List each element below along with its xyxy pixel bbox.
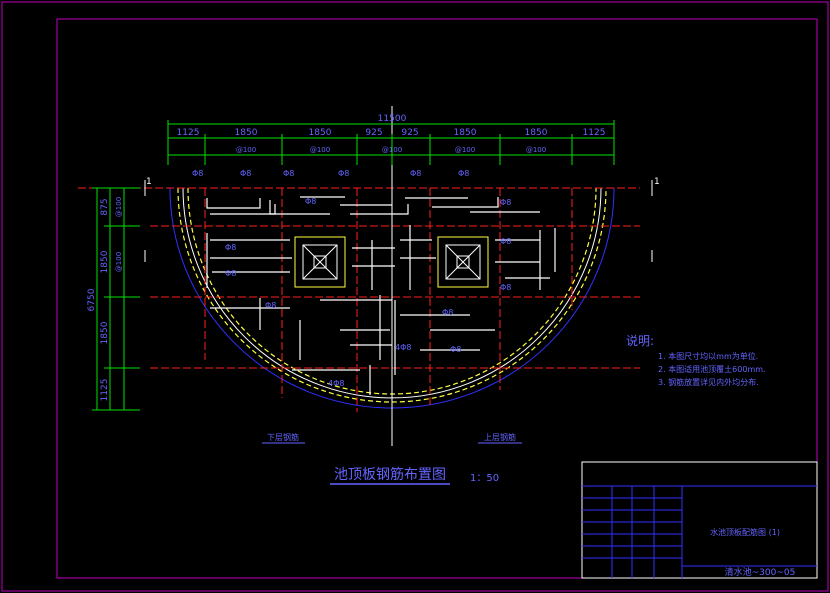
note-item: 3. 钢筋放置详见内外均分布. <box>658 377 759 387</box>
svg-text:@100: @100 <box>455 146 475 154</box>
svg-text:Φ8: Φ8 <box>192 169 203 178</box>
drawing-scale: 1：50 <box>470 473 499 484</box>
drawing-title: 池顶板钢筋布置图 <box>334 466 446 483</box>
svg-text:Φ8: Φ8 <box>410 169 421 178</box>
svg-text:Φ8: Φ8 <box>442 308 453 317</box>
spacing-text: @100 @100 @100 @100 @100 <box>236 146 546 154</box>
top-dim-text: 11500 1125 1850 1850 925 925 1850 1850 1… <box>177 114 606 138</box>
svg-text:1125: 1125 <box>177 128 200 138</box>
svg-text:@100: @100 <box>382 146 402 154</box>
svg-text:Φ8: Φ8 <box>225 243 236 252</box>
svg-text:4Φ8: 4Φ8 <box>328 379 344 388</box>
svg-text:Φ8: Φ8 <box>240 169 251 178</box>
left-dim-text: 6750 875 1850 1850 1125 @100 @100 <box>87 197 123 402</box>
svg-text:11500: 11500 <box>378 114 407 124</box>
rebar-lines <box>206 196 556 395</box>
svg-text:1850: 1850 <box>100 321 110 344</box>
inner-frame <box>56 18 818 579</box>
svg-text:Φ8: Φ8 <box>283 169 294 178</box>
column-right <box>437 236 489 288</box>
svg-text:1850: 1850 <box>235 128 258 138</box>
title-block-code: 清水池~300~05 <box>725 566 796 578</box>
svg-text:Φ8: Φ8 <box>225 269 236 278</box>
svg-text:875: 875 <box>100 198 110 215</box>
svg-text:925: 925 <box>365 128 382 138</box>
layer-labels: 下层钢筋 上层钢筋 <box>262 432 522 444</box>
rebar-labels: Φ8 Φ8 Φ8 Φ8 Φ8 Φ8 Φ8 Φ8 Φ8 Φ8 Φ8 Φ8 Φ8 Φ… <box>192 169 511 388</box>
svg-text:6750: 6750 <box>87 288 97 311</box>
svg-text:1125: 1125 <box>583 128 606 138</box>
bottom-layer-label: 下层钢筋 <box>267 432 299 442</box>
svg-text:@100: @100 <box>236 146 256 154</box>
svg-text:Φ8: Φ8 <box>500 198 511 207</box>
note-item: 2. 本图适用池顶覆土600mm. <box>658 364 766 374</box>
svg-text:@100: @100 <box>115 197 123 217</box>
svg-text:@100: @100 <box>115 252 123 272</box>
top-dimensions <box>167 120 615 165</box>
axis-ticks <box>144 180 653 262</box>
column-left <box>294 236 346 288</box>
svg-text:1850: 1850 <box>309 128 332 138</box>
svg-text:925: 925 <box>401 128 418 138</box>
svg-text:@100: @100 <box>526 146 546 154</box>
svg-text:Φ8: Φ8 <box>338 169 349 178</box>
svg-text:Φ8: Φ8 <box>265 301 276 310</box>
svg-text:Φ8: Φ8 <box>500 237 511 246</box>
svg-text:Φ8: Φ8 <box>500 283 511 292</box>
svg-text:4Φ8: 4Φ8 <box>395 343 411 352</box>
svg-text:1850: 1850 <box>525 128 548 138</box>
axis-mark-right: 1 <box>654 177 660 187</box>
svg-text:Φ8: Φ8 <box>305 197 316 206</box>
top-layer-label: 上层钢筋 <box>484 432 516 442</box>
svg-text:1850: 1850 <box>454 128 477 138</box>
svg-text:1125: 1125 <box>100 379 110 402</box>
svg-text:Φ8: Φ8 <box>450 345 461 354</box>
note-item: 1. 本图尺寸均以mm为单位. <box>658 351 758 361</box>
title-block-name: 水池顶板配筋图 (1) <box>710 527 780 537</box>
svg-text:Φ8: Φ8 <box>458 169 469 178</box>
notes-heading: 说明: <box>626 333 654 348</box>
notes: 说明: 1. 本图尺寸均以mm为单位. 2. 本图适用池顶覆土600mm. 3.… <box>626 333 766 387</box>
title-block <box>581 461 818 579</box>
left-dimensions <box>92 187 140 411</box>
axis-mark-left: 1 <box>146 177 152 187</box>
svg-text:1850: 1850 <box>100 250 110 273</box>
svg-text:@100: @100 <box>310 146 330 154</box>
